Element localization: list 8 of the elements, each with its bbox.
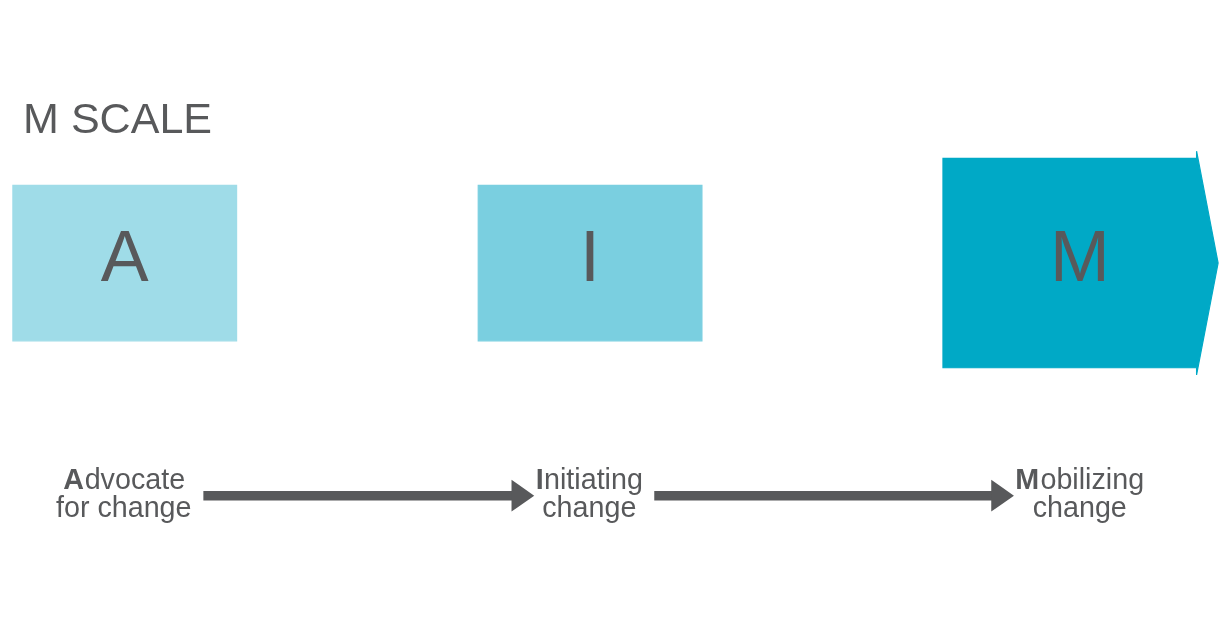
diagram-title: M SCALE	[23, 93, 213, 142]
node-text: Initiating change	[535, 462, 643, 523]
node-box: I	[477, 184, 703, 341]
arrow	[654, 479, 1014, 512]
node-text: Mobilizing change	[1015, 462, 1145, 523]
node-text: Advocate for change	[55, 462, 192, 523]
node-box: A	[12, 184, 238, 341]
arrow	[203, 479, 535, 512]
